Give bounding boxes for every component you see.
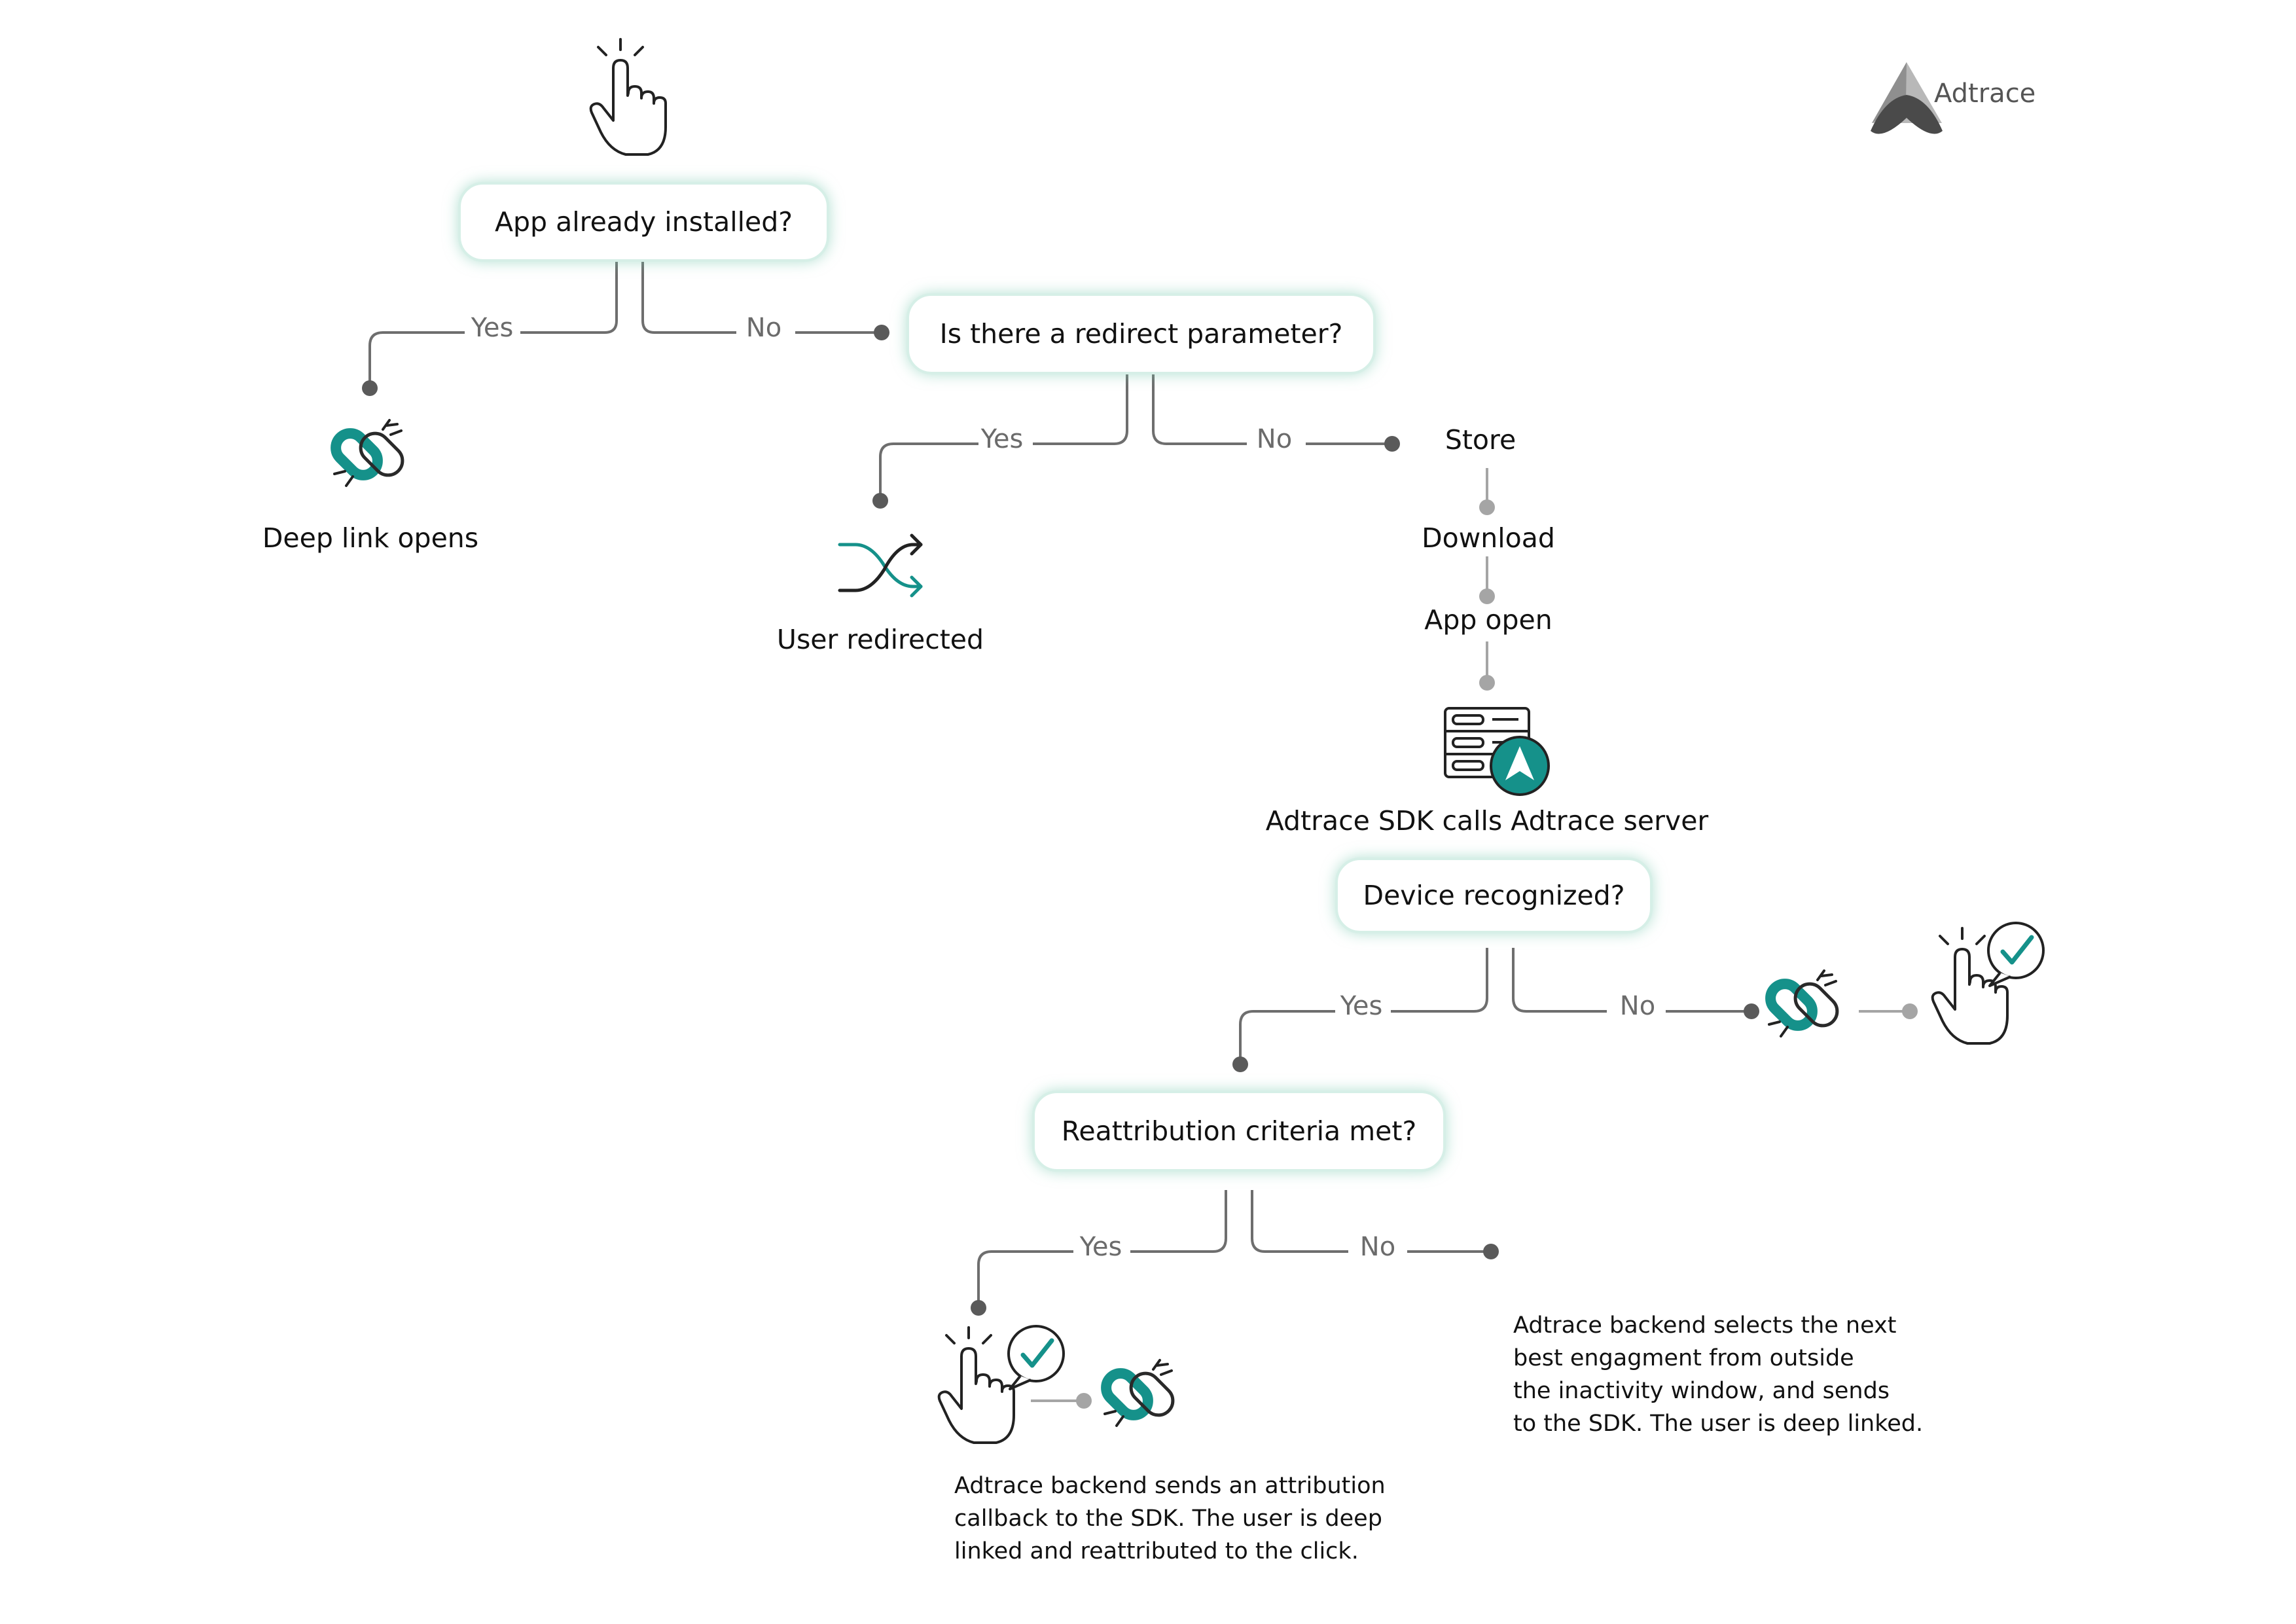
branch-label-yes: Yes [980, 424, 1024, 454]
server-sdk-icon [1444, 707, 1550, 796]
adtrace-logo-mark [1871, 62, 1943, 134]
step-app-open: App open [1424, 604, 1552, 636]
note-line: Adtrace backend sends an attribution [954, 1473, 1386, 1499]
note-line: Adtrace backend selects the next [1513, 1312, 1897, 1339]
shuffle-redirect-icon [838, 533, 923, 598]
confirm-bubble-icon [1988, 923, 2043, 986]
step-download: Download [1422, 522, 1555, 554]
confirm-bubble-icon [1009, 1326, 1064, 1389]
decision-redirect-parameter: Is there a redirect parameter? [906, 293, 1376, 374]
deep-link-chain-icon [1100, 1360, 1179, 1426]
tap-hand-icon [589, 38, 667, 156]
note-reattribution-no: Adtrace backend selects the next best en… [1513, 1309, 1923, 1440]
decision-reattribution-criteria: Reattribution criteria met? [1032, 1091, 1446, 1172]
note-line: linked and reattributed to the click. [954, 1538, 1359, 1564]
brand-name: Adtrace [1934, 79, 2036, 109]
branch-label-yes: Yes [1079, 1232, 1122, 1262]
step-store: Store [1444, 424, 1516, 456]
note-line: callback to the SDK. The user is deep [954, 1506, 1382, 1532]
note-line: the inactivity window, and sends [1513, 1378, 1890, 1404]
branch-label-yes: Yes [1340, 991, 1383, 1021]
decision-app-installed: App already installed? [458, 182, 829, 262]
deep-link-chain-icon [330, 420, 408, 486]
branch-label-no: No [1619, 991, 1656, 1021]
decision-device-recognized: Device recognized? [1335, 857, 1653, 933]
tap-hand-icon [937, 1326, 1015, 1444]
step-sdk-calls-server: Adtrace SDK calls Adtrace server [1265, 805, 1709, 837]
branch-label-yes: Yes [471, 313, 514, 343]
branch-label-no: No [745, 313, 782, 343]
branch-label-no: No [1359, 1232, 1396, 1262]
outcome-user-redirected: User redirected [776, 624, 984, 655]
branch-label-no: No [1256, 424, 1293, 454]
deep-link-chain-icon [1765, 971, 1843, 1036]
note-reattribution-yes: Adtrace backend sends an attribution cal… [954, 1470, 1386, 1568]
note-line: best engagment from outside [1513, 1345, 1854, 1371]
note-line: to the SDK. The user is deep linked. [1513, 1411, 1924, 1437]
outcome-deep-link-opens: Deep link opens [262, 522, 479, 554]
